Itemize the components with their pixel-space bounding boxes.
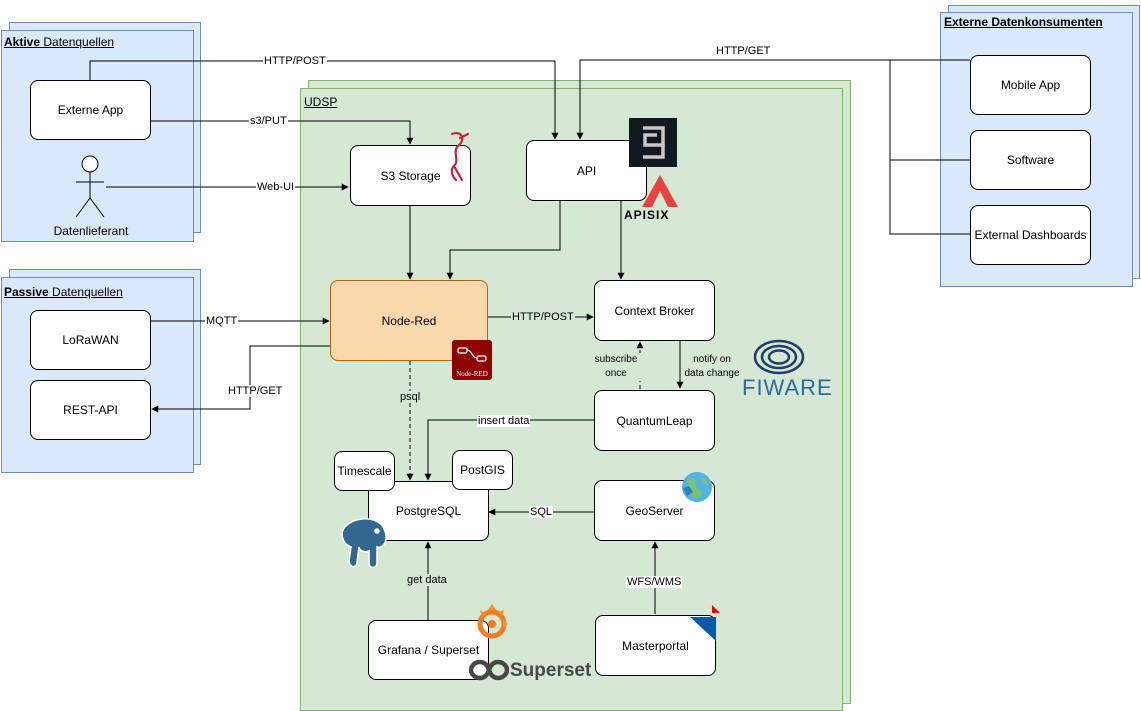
edge-node-red-to-rest-api: [151, 345, 330, 413]
postgresql-elephant-icon: [341, 518, 387, 569]
udsp-group-title: UDSP: [304, 95, 338, 109]
label-http-post-cb: HTTP/POST: [511, 311, 575, 323]
postgresql-node[interactable]: PostgreSQL: [368, 481, 489, 541]
flamingo-logo-icon: [450, 132, 470, 182]
label-subscribe-once: subscribe once: [590, 353, 642, 381]
software-node[interactable]: Software: [970, 130, 1091, 190]
quantumleap-node[interactable]: QuantumLeap: [594, 390, 715, 451]
geoserver-node[interactable]: GeoServer: [594, 480, 715, 541]
postgis-node[interactable]: PostGIS: [452, 450, 513, 490]
passive-datenquellen-group: [1, 277, 194, 473]
label-http-get-rest: HTTP/GET: [227, 385, 284, 397]
aktive-group-title: Aktive Datenquellen: [4, 35, 115, 49]
datenlieferant-actor-icon: [75, 155, 105, 218]
edge-externe-app-to-s3: [151, 120, 414, 145]
edge-quantumleap-to-postgresql: [424, 419, 594, 481]
masterportal-logo-icon: [690, 605, 720, 641]
label-psql: psql: [399, 391, 422, 403]
rest-api-node[interactable]: REST-API: [30, 380, 151, 440]
edge-consumers-to-api: [576, 59, 970, 140]
label-notify: notify on data change: [682, 353, 742, 381]
context-broker-node[interactable]: Context Broker: [594, 280, 715, 341]
edge-consumer-bus: [889, 60, 970, 235]
external-dashboards-node[interactable]: External Dashboards: [970, 205, 1091, 265]
geoserver-globe-icon: [682, 472, 712, 502]
externe-group-title: Externe Datenkonsumenten: [944, 15, 1103, 29]
edge-api-to-node-red: [446, 200, 561, 280]
fiware-logo-icon: [753, 339, 805, 375]
mobile-app-node[interactable]: Mobile App: [970, 55, 1091, 115]
apisix-logo-icon: [642, 175, 678, 207]
label-s3-put: s3/PUT: [249, 115, 288, 127]
datenlieferant-label: Datenlieferant: [53, 224, 129, 238]
node-red-logo-text: Node-RED: [456, 370, 488, 378]
edge-externe-app-to-api: [89, 60, 559, 140]
passive-group-title: Passive Datenquellen: [4, 285, 123, 299]
label-wfs-wms: WFS/WMS: [626, 576, 683, 588]
label-web-ui: Web-UI: [256, 181, 296, 193]
label-http-post-top: HTTP/POST: [263, 55, 327, 67]
grafana-logo-icon: [477, 604, 508, 639]
superset-logo-icon: [469, 659, 509, 681]
apisix-logo-text: APISIX: [624, 208, 670, 222]
timescale-node[interactable]: Timescale: [334, 451, 395, 491]
lorawan-node[interactable]: LoRaWAN: [30, 310, 151, 370]
masterportal-node[interactable]: Masterportal: [595, 615, 716, 676]
label-sql: SQL: [529, 506, 554, 518]
externe-app-node[interactable]: Externe App: [30, 80, 151, 140]
api-gateway-logo-icon: [629, 118, 677, 167]
label-mqtt: MQTT: [205, 315, 239, 327]
label-get-data: get data: [406, 574, 448, 586]
label-insert-data: insert data: [477, 415, 531, 427]
superset-logo-text: Superset: [510, 660, 592, 681]
node-red-logo-icon: Node-RED: [452, 340, 492, 380]
api-node[interactable]: API: [526, 140, 647, 201]
s3-storage-node[interactable]: S3 Storage: [350, 145, 471, 206]
fiware-logo-text: FIWARE: [742, 375, 833, 400]
label-http-get-top: HTTP/GET: [715, 45, 772, 57]
